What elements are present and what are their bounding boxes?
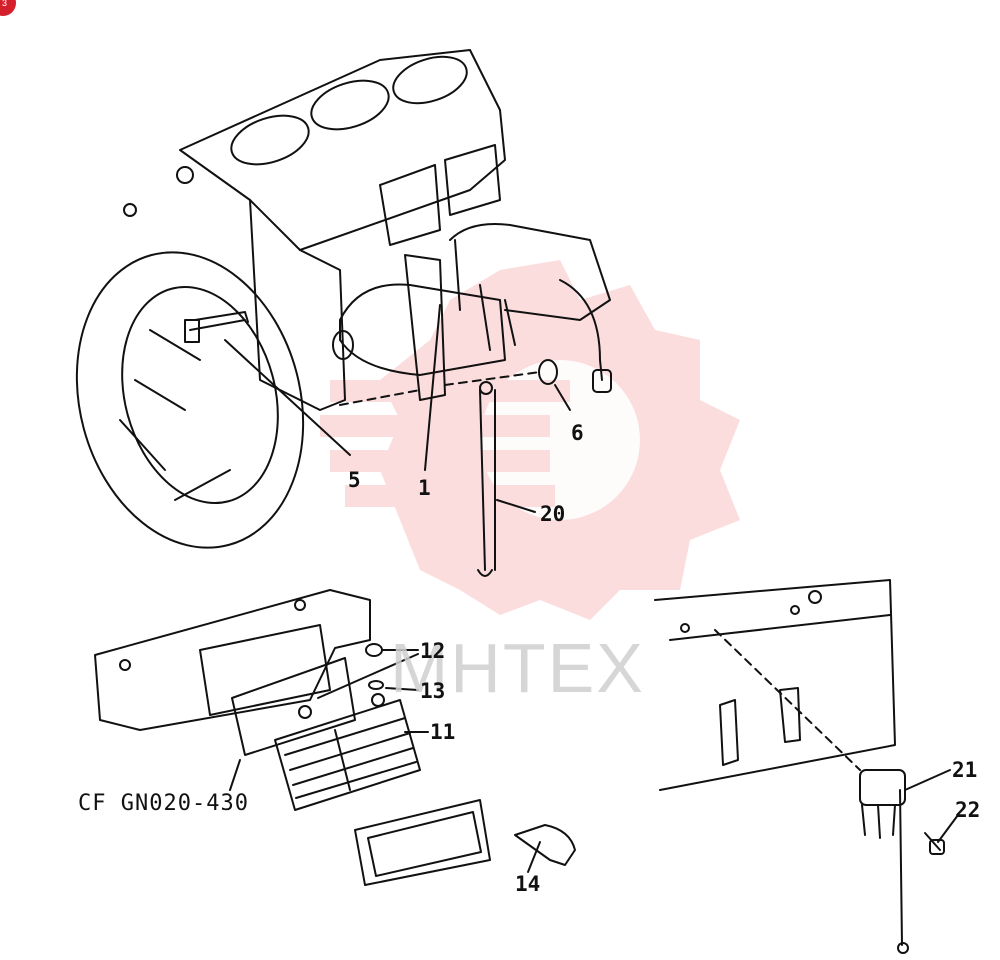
manifold-cover-drawing bbox=[94, 589, 576, 886]
callout-part-22: 22 bbox=[955, 798, 981, 822]
callout-part-6: 6 bbox=[571, 421, 584, 445]
callout-part-20: 20 bbox=[540, 502, 566, 526]
corner-badge: 3 bbox=[0, 0, 16, 16]
callout-part-21: 21 bbox=[952, 758, 978, 782]
callout-part-12: 12 bbox=[420, 639, 446, 663]
callout-part-14: 14 bbox=[515, 872, 541, 896]
corner-badge-text: 3 bbox=[2, 0, 8, 8]
sensor-bracket-drawing bbox=[654, 579, 959, 954]
watermark-text: MHTEX bbox=[390, 629, 645, 707]
engine-block-drawing bbox=[75, 49, 612, 577]
reference-note: CF GN020-430 bbox=[78, 791, 249, 816]
callout-part-5: 5 bbox=[348, 468, 361, 492]
callout-part-11: 11 bbox=[430, 720, 456, 744]
callout-part-1: 1 bbox=[418, 476, 431, 500]
callout-part-13: 13 bbox=[420, 679, 446, 703]
